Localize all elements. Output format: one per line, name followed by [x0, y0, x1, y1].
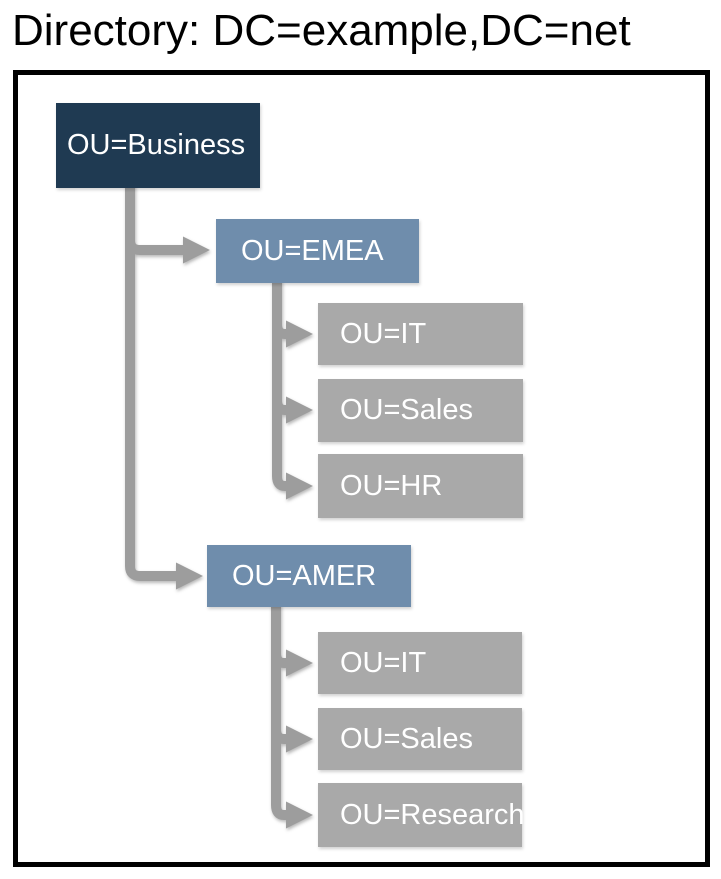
node-ou-business: OU=Business	[56, 103, 260, 188]
node-emea-ou-hr: OU=HR	[318, 454, 523, 518]
node-emea-ou-it-label: OU=IT	[340, 317, 427, 350]
node-amer-ou-research: OU=Research	[318, 783, 525, 847]
node-emea-ou-it: OU=IT	[318, 303, 523, 365]
node-emea-ou-sales-label: OU=Sales	[340, 394, 473, 426]
node-ou-business-label: OU=Business	[67, 129, 246, 161]
node-amer-ou-it-label: OU=IT	[340, 646, 427, 679]
node-amer-ou-research-label: OU=Research	[340, 798, 525, 831]
node-amer-ou-it: OU=IT	[318, 632, 522, 694]
node-ou-emea-label: OU=EMEA	[241, 234, 384, 267]
node-ou-amer-label: OU=AMER	[232, 559, 377, 592]
node-ou-amer: OU=AMER	[207, 545, 411, 607]
node-emea-ou-sales: OU=Sales	[318, 379, 523, 442]
node-amer-ou-sales-label: OU=Sales	[340, 722, 473, 755]
node-ou-emea: OU=EMEA	[216, 219, 419, 283]
node-amer-ou-sales: OU=Sales	[318, 708, 522, 770]
node-emea-ou-hr-label: OU=HR	[340, 469, 443, 502]
page-title: Directory: DC=example,DC=net	[12, 6, 631, 55]
